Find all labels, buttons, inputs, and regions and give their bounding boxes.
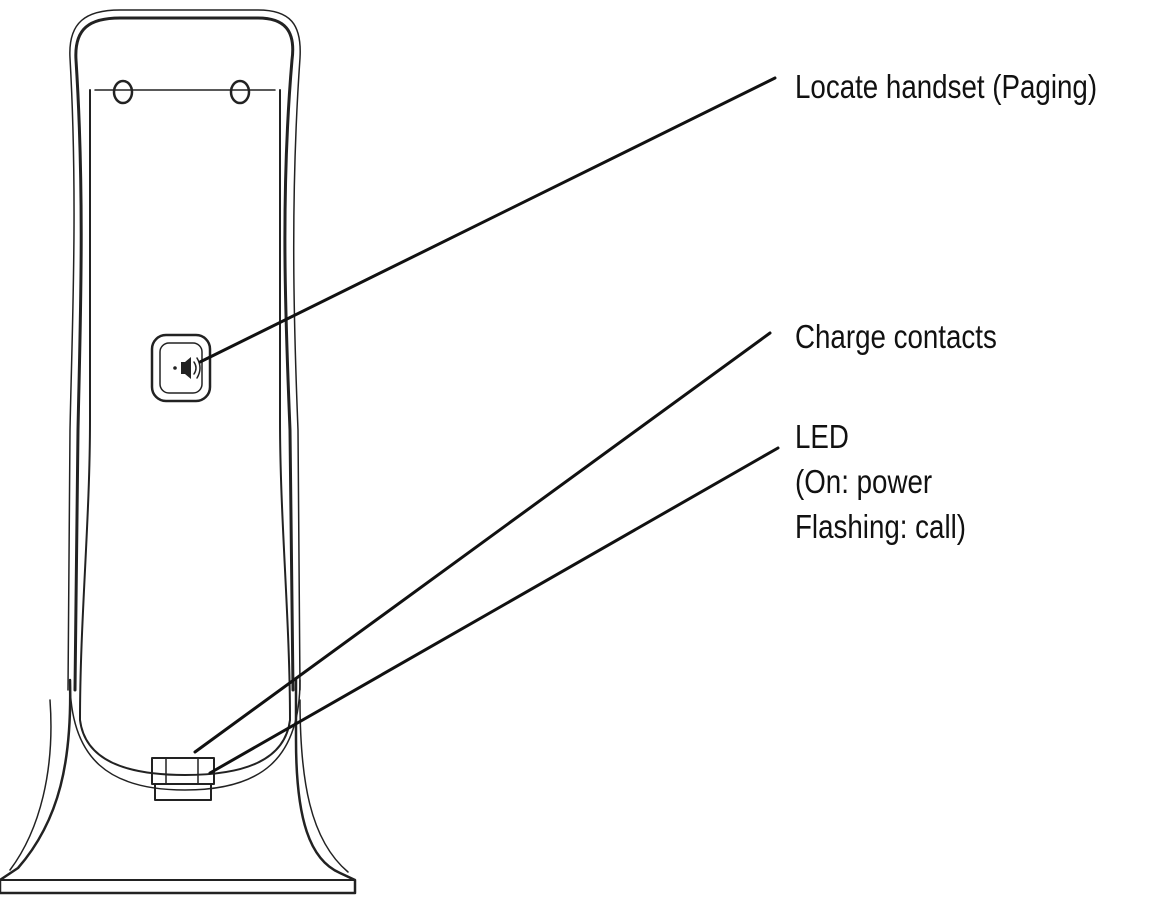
led-indicator bbox=[154, 783, 212, 801]
callout-label-contacts: Charge contacts bbox=[795, 318, 997, 355]
charge-contacts bbox=[151, 757, 215, 785]
handset-pocket bbox=[69, 89, 301, 791]
paging-button[interactable] bbox=[150, 333, 212, 403]
callout-line-contacts bbox=[193, 331, 772, 754]
callout-label-paging: Locate handset (Paging) bbox=[795, 68, 1098, 105]
callout-line-paging bbox=[198, 76, 777, 364]
callout-line-led bbox=[208, 446, 780, 775]
mounting-holes bbox=[112, 79, 251, 105]
cradle-body bbox=[67, 9, 301, 692]
base-foot bbox=[0, 678, 357, 895]
callout-label-led-flashing: Flashing: call) bbox=[795, 508, 967, 545]
callout-label-led-title: LED bbox=[795, 418, 849, 455]
speaker-icon bbox=[173, 357, 201, 379]
callout-label-led-on: (On: power bbox=[795, 463, 933, 500]
